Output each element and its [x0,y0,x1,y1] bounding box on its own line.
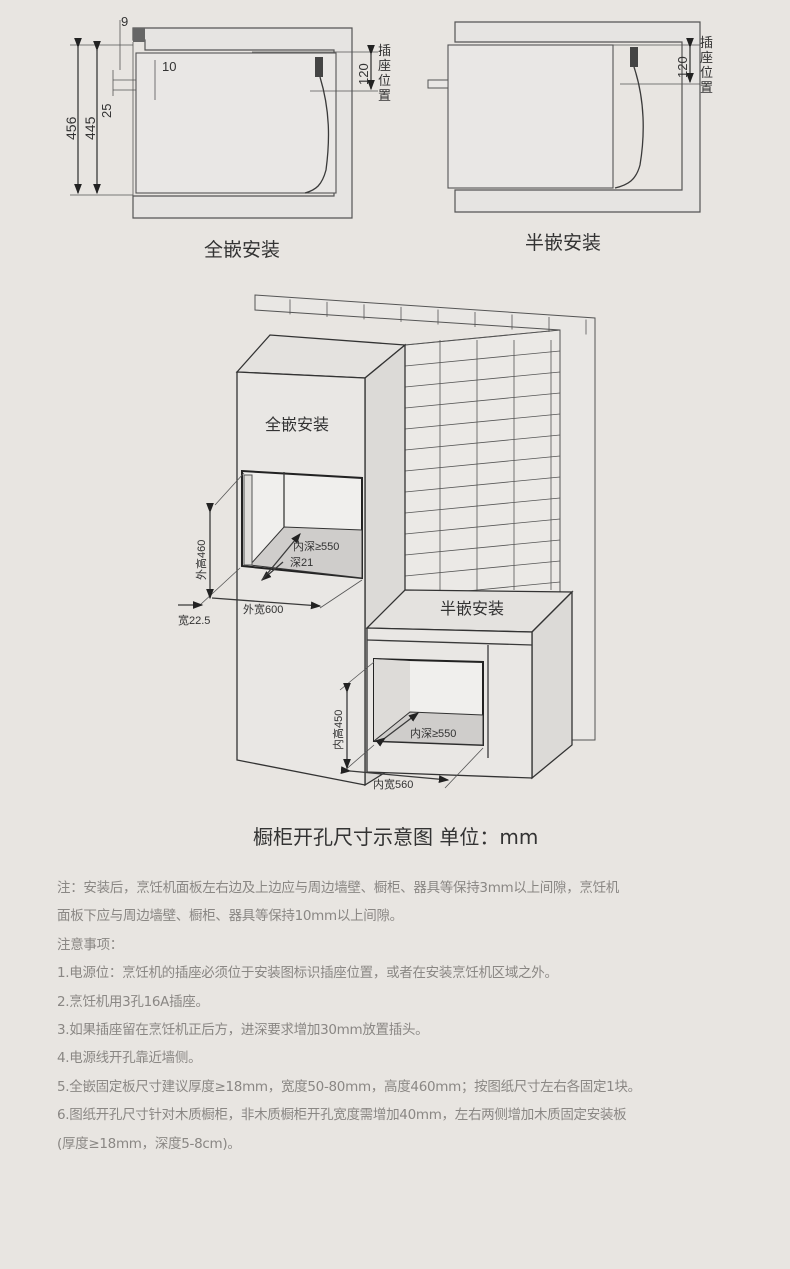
inner-depth-half: 内深≥550 [410,726,456,740]
note-item: 1.电源位：烹饪机的插座必须位于安装图标识插座位置，或者在安装烹饪机区域之外。 [57,965,558,982]
full-embed-title: 全嵌安装 [204,239,281,261]
note-item: 5.全嵌固定板尺寸建议厚度≥18mm，宽度50-80mm，高度460mm；按图纸… [57,1078,641,1095]
half-embed-title: 半嵌安装 [525,232,602,254]
installation-notes: 注：安装后，烹饪机面板左右边及上边应与周边墙壁、橱柜、器具等保持3mm以上间隙，… [57,874,777,1158]
brick-row-line [404,455,561,472]
socket-label-char: 位 [700,65,713,80]
dim-445: 445 [82,116,98,140]
notes-heading: 注意事项： [57,936,123,953]
dim-120: 120 [356,63,371,85]
inner-depth-full: 内深≥550 [293,539,339,553]
brick-row-line [404,350,561,367]
half-embed-label: 半嵌安装 [440,600,504,618]
note-item: 6.图纸开孔尺寸针对木质橱柜，非木质橱柜开孔宽度需增加40mm，左右两侧增加木质… [57,1107,627,1124]
outer-width: 外宽600 [243,602,283,616]
note-line: 注：安装后，烹饪机面板左右边及上边应与周边墙壁、橱柜、器具等保持3mm以上间隙，… [57,880,619,896]
brick-row-line [404,413,561,430]
brick-row-line [404,434,561,451]
cabinet-iso-diagram: 全嵌安装 内深≥550 深21 外高460 外宽600 宽22.5 半嵌安装 内… [178,294,596,791]
socket-label-char: 插 [378,43,391,58]
depth-21: 深21 [290,556,313,569]
dim-25: 25 [99,104,114,118]
brick-row-line [404,539,561,556]
half-cabinet: 半嵌安装 内深≥550 内高450 内宽560 [331,589,574,791]
socket-label-char: 座 [378,58,391,73]
brick-row-line [404,329,561,346]
dim-10: 10 [162,59,176,74]
half-embed-side-view: 120 插 座 位 置 [427,21,713,213]
note-item: (厚度≥18mm，深度5-8cm)。 [57,1135,241,1152]
full-embed-side-view: 9 10 456 445 25 120 插 座 位 置 [63,14,391,219]
socket-label-char: 置 [700,80,713,95]
brick-row-line [404,371,561,388]
outer-height: 外高460 [194,540,208,580]
inner-height: 内高450 [331,710,345,750]
brick-row-line [404,497,561,514]
full-embed-label: 全嵌安装 [265,416,329,434]
inner-width: 内宽560 [373,777,413,791]
note-item: 2.烹饪机用3孔16A插座。 [57,993,209,1010]
dim-456: 456 [63,116,79,140]
dim-120: 120 [675,56,690,78]
socket-label-char: 座 [700,50,713,65]
installation-diagram: 9 10 456 445 25 120 插 座 位 置 120 插 座 位 置 [63,14,713,791]
socket-label-char: 位 [378,73,391,88]
diagram-caption: 橱柜开孔尺寸示意图 单位：mm [253,825,539,849]
socket-label-char: 插 [700,35,713,50]
brick-row-line [404,392,561,409]
socket-label-char: 置 [378,88,391,103]
brick-row-line [404,476,561,493]
width-22-5: 宽22.5 [178,613,210,627]
brick-row-line [404,518,561,535]
note-line: 面板下应与周边墙壁、橱柜、器具等保持10mm以上间隙。 [57,908,403,925]
note-item: 4.电源线开孔靠近墙侧。 [57,1050,202,1067]
dim-9: 9 [121,14,128,29]
brick-row-line [404,560,561,577]
note-item: 3.如果插座留在烹饪机正后方，进深要求增加30mm放置插头。 [57,1022,429,1039]
